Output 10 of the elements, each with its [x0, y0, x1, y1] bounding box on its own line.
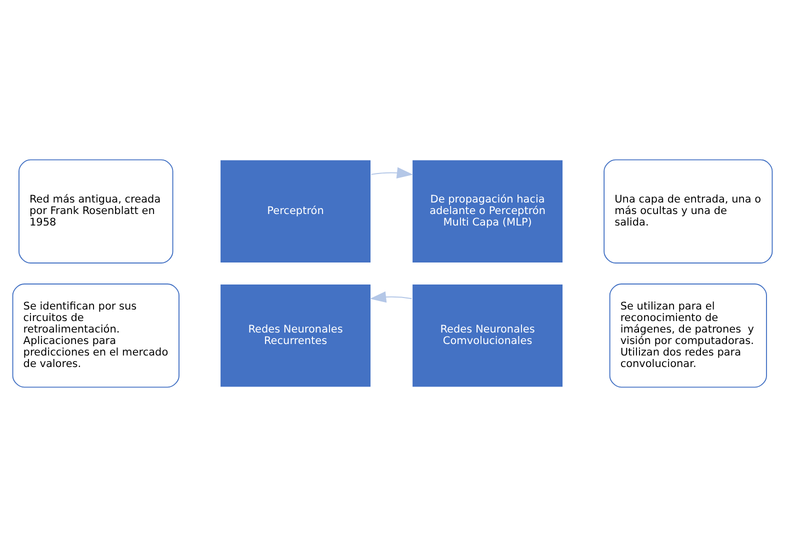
- node-box: Se utilizan para el reconocimiento de imágenes, de patrones y visión por computadoras. Utilizan dos redes para convolucionar.: [609, 283, 767, 388]
- node-box: Red más antigua, creada por Frank Rosenblatt en 1958: [18, 158, 174, 263]
- arrow: [370, 166, 414, 178]
- node-box: Una capa de entrada, una o más ocultas y una de salida.: [604, 158, 773, 263]
- arrow: [370, 290, 412, 302]
- node-box: Redes Neuronales Recurrentes: [220, 283, 372, 388]
- node-box: Se identifican por sus circuitos de retroalimentación. Aplicaciones para predicciones en el mercado de valores.: [12, 283, 180, 388]
- node-box: Perceptrón: [220, 158, 372, 263]
- node-box: Redes Neuronales Comvolucionales: [412, 283, 564, 388]
- node-box: De propagación hacia adelante o Perceptrón Multi Capa (MLP): [412, 158, 564, 263]
